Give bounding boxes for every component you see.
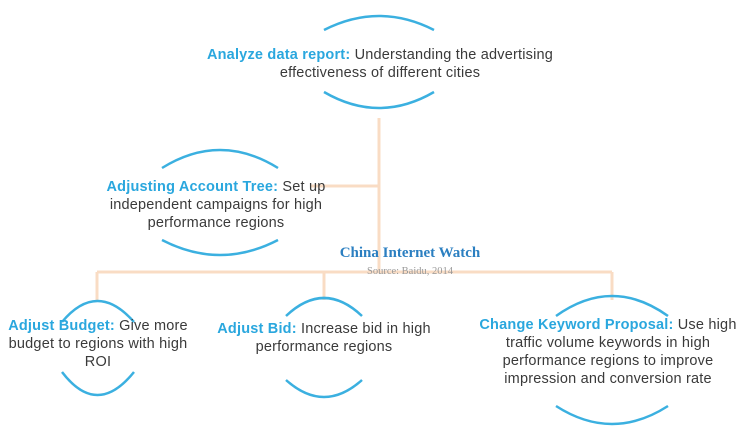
bid-top-arc [285,296,363,317]
node-analyze-data-report: Analyze data report: Understanding the a… [206,47,554,81]
node-adjust-bid: Adjust Bid: Increase bid in high perform… [217,321,431,355]
account-tree-bottom-arc [161,238,279,257]
keyword-top-arc [555,294,669,318]
account-tree-top-arc [161,148,279,170]
analyze-top-arc [323,14,435,32]
node-keyword-head: Change Keyword Proposal [479,317,669,333]
node-adjusting-account-tree: Adjusting Account Tree: Set up independe… [106,179,326,231]
node-change-keyword-proposal: Change Keyword Proposal: Use high traffi… [479,317,737,387]
node-budget-text: Give more budget to regions with high RO… [8,318,188,370]
budget-bottom-arc [61,371,135,397]
bid-bottom-arc [285,379,363,399]
analyze-bottom-arc [323,90,435,110]
node-account-tree-head: Adjusting Account Tree [106,179,274,195]
budget-top-arc [61,299,135,323]
node-adjust-budget: Adjust Budget: Give more budget to regio… [8,318,188,370]
keyword-bottom-arc [555,404,669,426]
node-bid-head: Adjust Bid [217,321,292,337]
node-keyword-text: Use high traffic volume keywords in high… [502,317,737,387]
node-account-tree-text: Set up independent campaigns for high pe… [109,179,326,231]
node-budget-head: Adjust Budget [8,318,110,334]
watermark-source: Source: Baidu, 2014 [366,266,454,277]
node-analyze-text: Understanding the advertising effectiven… [279,47,554,81]
watermark-title: China Internet Watch [339,245,481,261]
node-bid-text: Increase bid in high performance regions [255,321,431,355]
node-analyze-head: Analyze data report [206,47,346,63]
